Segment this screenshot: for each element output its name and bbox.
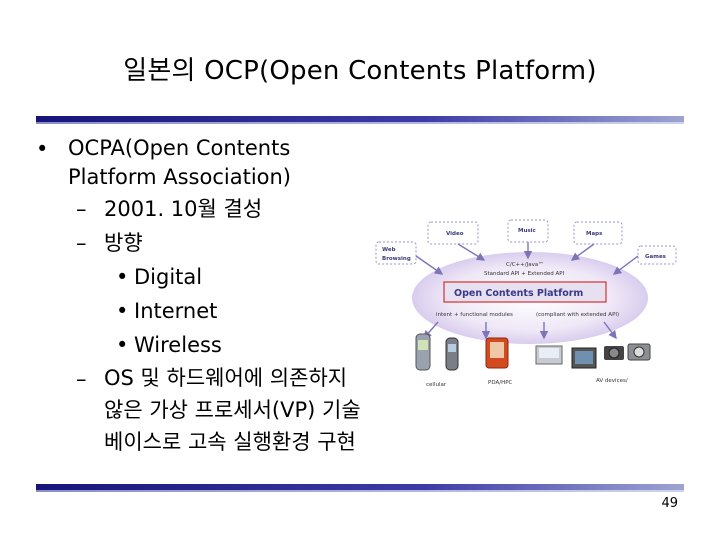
digital-camera-icon (627, 343, 651, 361)
svg-text:Web: Web (382, 247, 396, 253)
platform-box (443, 281, 607, 303)
direction-item: Wireless (134, 333, 222, 357)
platform-label: Open Contents Platform (454, 288, 583, 299)
ocp-diagram-svg: Web Browsing Video Music Maps Games C/C+… (366, 214, 684, 394)
slide-title: 일본의 OCP(Open Contents Platform) (123, 56, 597, 86)
content-label-games: Games (645, 254, 667, 260)
television-icon (571, 347, 597, 369)
bullet-content: • OCPA(Open Contents Platform Associatio… (36, 132, 366, 458)
modules-right-label: (compliant with extended API) (536, 312, 619, 318)
title-divider (36, 116, 684, 124)
bullet-marker: • (36, 137, 49, 161)
bullet-level3-wireless: • Wireless (36, 328, 366, 362)
content-box-games: Games (637, 245, 677, 265)
bullet-level2-direction: – 방향 (36, 226, 366, 260)
api-sublabel: Standard API + Extended API (484, 271, 565, 277)
bullet-vp: OS 및 하드웨어에 의존하지 않은 가상 프로세서(VP) 기술 베이스로 고… (104, 366, 361, 454)
dash-marker: – (76, 231, 87, 255)
device-label-pda: PDA/HPC (488, 380, 513, 386)
direction-item: Digital (134, 265, 203, 289)
content-label-video: Video (446, 231, 464, 237)
api-label: C/C++/Java™ (506, 261, 544, 268)
bullet-level3-internet: • Internet (36, 294, 366, 328)
footer-divider (36, 484, 684, 492)
svg-text:Browsing: Browsing (382, 256, 411, 262)
bullet-level1: • OCPA(Open Contents Platform Associatio… (36, 132, 366, 192)
bullet-level2-vp: – OS 및 하드웨어에 의존하지 않은 가상 프로세서(VP) 기술 베이스로… (36, 362, 366, 458)
content-label-maps: Maps (586, 231, 603, 237)
bullet-ocpa: OCPA(Open Contents Platform Association) (68, 136, 292, 189)
bullet-marker: • (116, 265, 129, 289)
camera-icon (604, 346, 624, 360)
content-box-maps: Maps (573, 221, 623, 245)
pda-icon (485, 337, 509, 369)
bullet-level2-founded: – 2001. 10월 결성 (36, 192, 366, 226)
content-label-music: Music (518, 228, 536, 234)
handheld-pc-icon (535, 345, 563, 365)
device-label-av: AV devices/ (596, 378, 628, 384)
content-arrows (415, 242, 639, 275)
direction-item: Internet (134, 299, 218, 323)
bullet-marker: • (116, 299, 129, 323)
dash-marker: – (76, 197, 87, 221)
bullet-level3-digital: • Digital (36, 260, 366, 294)
bullet-direction: 방향 (104, 231, 143, 255)
cellular-phone-1-icon (415, 333, 431, 371)
content-box-video: Video (427, 221, 479, 245)
ocp-diagram: Web Browsing Video Music Maps Games C/C+… (366, 214, 684, 394)
bullet-marker: • (116, 333, 129, 357)
bullet-founded: 2001. 10월 결성 (104, 197, 263, 221)
dash-marker: – (76, 367, 87, 391)
content-box-music: Music (507, 219, 549, 243)
content-box-web: Web Browsing (375, 241, 417, 265)
page-number: 49 (661, 496, 678, 511)
device-label-cellular: cellular (426, 382, 447, 388)
modules-left-label: intent + functional modules (436, 312, 513, 318)
cellular-phone-2-icon (445, 337, 459, 371)
